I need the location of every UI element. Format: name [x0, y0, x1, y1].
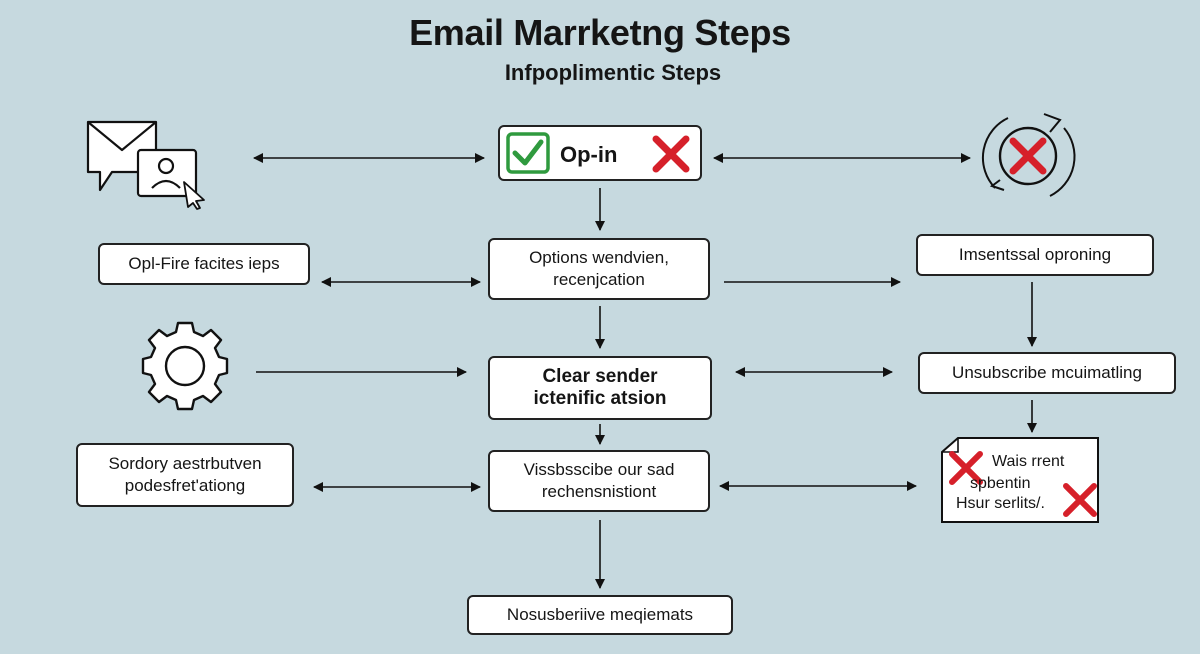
optin-label: Op-in [560, 142, 618, 167]
center-box-3: Vissbsscibe our sad rechensnistiont [488, 450, 710, 512]
right-box-2-text: Unsubscribe mcuimatling [952, 363, 1142, 382]
doc-line-3: Hsur serlits/. [956, 495, 1045, 512]
bottom-box: Nosusberiive meqiemats [467, 595, 733, 635]
document-x-icon [941, 437, 1099, 523]
center-box-2: Clear sender ictenific atsion [488, 356, 712, 420]
diagram-subtitle: Infpoplimentic Steps [504, 60, 722, 85]
center-box-3-line-1: Vissbsscibe our sad [523, 460, 675, 479]
left-box-1-text: Opl-Fire facites ieps [128, 254, 280, 273]
right-box-1-text: Imsentssal oproning [958, 245, 1112, 264]
email-user-icon [86, 120, 205, 210]
doc-line-1: Wais rrent [992, 453, 1065, 470]
gear-icon [141, 321, 229, 411]
left-box-3-line-2: podesfret'ationg [124, 476, 246, 495]
left-box-3-line-1: Sordory aestrbutven [108, 454, 262, 473]
center-box-1-line-2: recenjcation [553, 270, 645, 289]
bottom-box-text: Nosusberiive meqiemats [506, 605, 694, 624]
right-box-2: Unsubscribe mcuimatling [918, 352, 1176, 394]
refresh-x-icon [981, 113, 1076, 197]
diagram-title: Email Marrketng Steps [409, 12, 791, 53]
left-box-3: Sordory aestrbutven podesfret'ationg [76, 443, 294, 507]
center-box-1: Options wendvien, recenjcation [488, 238, 710, 300]
right-box-1: Imsentssal oproning [916, 234, 1154, 276]
center-box-3-line-2: rechensnistiont [541, 482, 657, 501]
center-box-2-line-2: ictenific atsion [533, 388, 667, 409]
left-box-1: Opl-Fire facites ieps [98, 243, 310, 285]
center-box-1-line-1: Options wendvien, [529, 248, 669, 267]
doc-line-2: spbentin [970, 475, 1031, 492]
center-box-2-line-1: Clear sender [542, 366, 658, 387]
